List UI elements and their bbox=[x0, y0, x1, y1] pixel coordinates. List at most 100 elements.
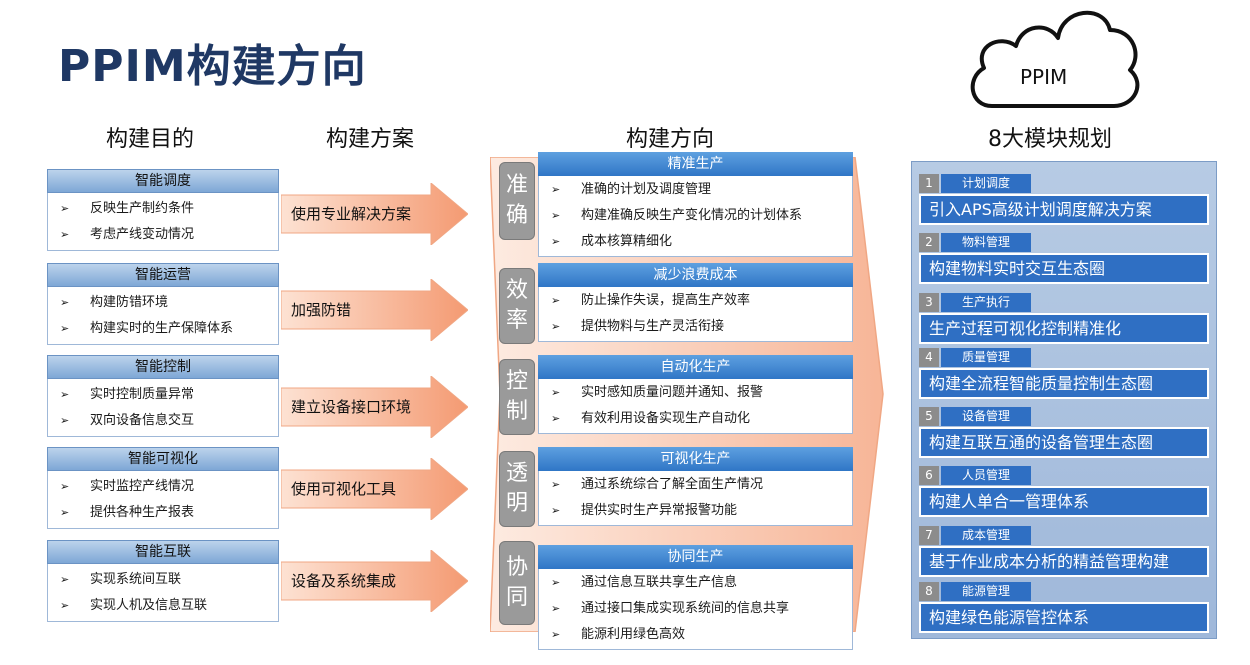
direction-title: 可视化生产 bbox=[538, 447, 853, 471]
direction-box: 可视化生产 ➢通过系统综合了解全面生产情况 ➢提供实时生产异常报警功能 bbox=[538, 447, 853, 526]
purpose-box: 智能运营 ➢构建防错环境 ➢构建实时的生产保障体系 bbox=[47, 263, 279, 345]
list-item: ➢双向设备信息交互 bbox=[48, 408, 278, 434]
module-desc: 构建人单合一管理体系 bbox=[919, 486, 1209, 517]
bullet-arrow-icon: ➢ bbox=[60, 599, 70, 612]
list-item: ➢通过系统综合了解全面生产情况 bbox=[539, 472, 852, 498]
bullet-arrow-icon: ➢ bbox=[551, 183, 561, 196]
module-desc: 构建绿色能源管控体系 bbox=[919, 602, 1209, 633]
direction-title: 协同生产 bbox=[538, 545, 853, 569]
module-desc: 构建互联互通的设备管理生态圈 bbox=[919, 427, 1209, 458]
cloud-icon bbox=[970, 10, 1140, 108]
module-number: 8 bbox=[919, 582, 939, 601]
arrow-right-icon bbox=[281, 279, 468, 341]
bullet-arrow-icon: ➢ bbox=[60, 480, 70, 493]
plan-label: 设备及系统集成 bbox=[291, 572, 397, 590]
module-name: 成本管理 bbox=[941, 526, 1031, 545]
purpose-title: 智能可视化 bbox=[47, 447, 279, 471]
module-desc: 构建全流程智能质量控制生态圈 bbox=[919, 368, 1209, 399]
purpose-box: 智能互联 ➢实现系统间互联 ➢实现人机及信息互联 bbox=[47, 540, 279, 622]
module-desc: 基于作业成本分析的精益管理构建 bbox=[919, 546, 1209, 577]
header-purpose: 构建目的 bbox=[106, 127, 195, 152]
module-name: 计划调度 bbox=[941, 174, 1031, 193]
tag-control: 控制 bbox=[499, 359, 535, 435]
list-item: ➢构建实时的生产保障体系 bbox=[48, 316, 278, 342]
module-desc: 引入APS高级计划调度解决方案 bbox=[919, 194, 1209, 225]
plan-arrow: 设备及系统集成 bbox=[281, 550, 468, 612]
bullet-arrow-icon: ➢ bbox=[551, 320, 561, 333]
purpose-box: 智能可视化 ➢实时监控产线情况 ➢提供各种生产报表 bbox=[47, 447, 279, 529]
bullet-arrow-icon: ➢ bbox=[60, 322, 70, 335]
bullet-arrow-icon: ➢ bbox=[60, 296, 70, 309]
plan-arrow: 建立设备接口环境 bbox=[281, 376, 468, 438]
direction-title: 精准生产 bbox=[538, 152, 853, 176]
module-name: 质量管理 bbox=[941, 348, 1031, 367]
list-item: ➢构建准确反映生产变化情况的计划体系 bbox=[539, 203, 852, 229]
bullet-arrow-icon: ➢ bbox=[60, 388, 70, 401]
list-item: ➢提供物料与生产灵活衔接 bbox=[539, 314, 852, 340]
purpose-box: 智能调度 ➢反映生产制约条件 ➢考虑产线变动情况 bbox=[47, 169, 279, 251]
module-desc: 生产过程可视化控制精准化 bbox=[919, 313, 1209, 344]
bullet-arrow-icon: ➢ bbox=[551, 235, 561, 248]
header-plan: 构建方案 bbox=[326, 127, 415, 152]
list-item: ➢实时感知质量问题并通知、报警 bbox=[539, 380, 852, 406]
bullet-arrow-icon: ➢ bbox=[551, 209, 561, 222]
list-item: ➢有效利用设备实现生产自动化 bbox=[539, 406, 852, 432]
arrow-right-icon bbox=[281, 550, 468, 612]
arrow-right-icon bbox=[281, 458, 468, 520]
list-item: ➢成本核算精细化 bbox=[539, 229, 852, 255]
plan-label: 使用专业解决方案 bbox=[291, 205, 412, 223]
tag-accuracy: 准确 bbox=[499, 162, 535, 240]
tag-collaboration: 协同 bbox=[499, 541, 535, 625]
bullet-arrow-icon: ➢ bbox=[60, 202, 70, 215]
arrow-right-icon bbox=[281, 376, 468, 438]
purpose-title: 智能互联 bbox=[47, 540, 279, 564]
module-number: 2 bbox=[919, 233, 939, 252]
list-item: ➢实时监控产线情况 bbox=[48, 474, 278, 500]
header-direction: 构建方向 bbox=[626, 127, 715, 152]
arrow-right-icon bbox=[281, 183, 468, 245]
purpose-title: 智能调度 bbox=[47, 169, 279, 193]
module-number: 3 bbox=[919, 293, 939, 312]
module-number: 1 bbox=[919, 174, 939, 193]
list-item: ➢提供各种生产报表 bbox=[48, 500, 278, 526]
header-modules: 8大模块规划 bbox=[988, 127, 1112, 152]
plan-label: 建立设备接口环境 bbox=[291, 398, 412, 416]
list-item: ➢构建防错环境 bbox=[48, 290, 278, 316]
bullet-arrow-icon: ➢ bbox=[551, 602, 561, 615]
module-number: 7 bbox=[919, 526, 939, 545]
list-item: ➢实现人机及信息互联 bbox=[48, 593, 278, 619]
purpose-title: 智能控制 bbox=[47, 355, 279, 379]
list-item: ➢通过信息互联共享生产信息 bbox=[539, 570, 852, 596]
plan-arrow: 使用可视化工具 bbox=[281, 458, 468, 520]
module-desc: 构建物料实时交互生态圈 bbox=[919, 253, 1209, 284]
plan-label: 加强防错 bbox=[291, 301, 352, 319]
module-number: 6 bbox=[919, 466, 939, 485]
module-name: 人员管理 bbox=[941, 466, 1031, 485]
bullet-arrow-icon: ➢ bbox=[60, 414, 70, 427]
purpose-title: 智能运营 bbox=[47, 263, 279, 287]
list-item: ➢能源利用绿色高效 bbox=[539, 622, 852, 648]
bullet-arrow-icon: ➢ bbox=[551, 504, 561, 517]
tag-efficiency: 效率 bbox=[499, 268, 535, 344]
direction-title: 减少浪费成本 bbox=[538, 263, 853, 287]
module-name: 生产执行 bbox=[941, 293, 1031, 312]
list-item: ➢防止操作失误，提高生产效率 bbox=[539, 288, 852, 314]
bullet-arrow-icon: ➢ bbox=[551, 294, 561, 307]
list-item: ➢反映生产制约条件 bbox=[48, 196, 278, 222]
direction-box: 精准生产 ➢准确的计划及调度管理 ➢构建准确反映生产变化情况的计划体系 ➢成本核… bbox=[538, 152, 853, 257]
bullet-arrow-icon: ➢ bbox=[60, 573, 70, 586]
module-name: 能源管理 bbox=[941, 582, 1031, 601]
bullet-arrow-icon: ➢ bbox=[551, 576, 561, 589]
page-title: PPIM构建方向 bbox=[58, 41, 367, 92]
cloud-label: PPIM bbox=[1020, 65, 1068, 89]
plan-label: 使用可视化工具 bbox=[291, 480, 397, 498]
list-item: ➢考虑产线变动情况 bbox=[48, 222, 278, 248]
bullet-arrow-icon: ➢ bbox=[60, 228, 70, 241]
bullet-arrow-icon: ➢ bbox=[60, 506, 70, 519]
plan-arrow: 加强防错 bbox=[281, 279, 468, 341]
module-number: 4 bbox=[919, 348, 939, 367]
direction-title: 自动化生产 bbox=[538, 355, 853, 379]
direction-box: 协同生产 ➢通过信息互联共享生产信息 ➢通过接口集成实现系统间的信息共享 ➢能源… bbox=[538, 545, 853, 650]
list-item: ➢准确的计划及调度管理 bbox=[539, 177, 852, 203]
plan-arrow: 使用专业解决方案 bbox=[281, 183, 468, 245]
